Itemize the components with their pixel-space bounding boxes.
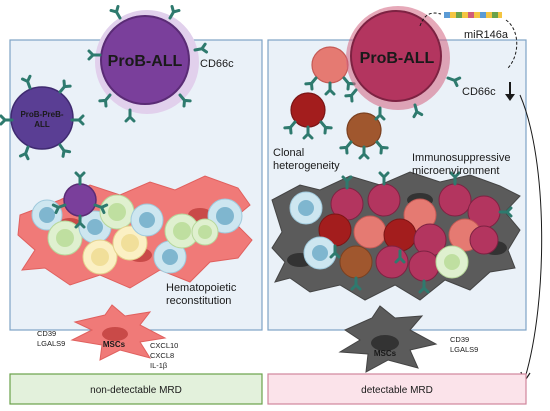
left-status-box	[9, 373, 263, 405]
right-status-box	[267, 373, 527, 405]
left-prob-all-label: ProB-ALL	[108, 53, 183, 70]
down-arrow-icon	[505, 82, 515, 101]
mrd-curved-arrow	[519, 94, 543, 379]
right-msc-marker-0: CD39	[450, 335, 469, 344]
right-clone-cells	[289, 171, 513, 294]
mirna-strand	[444, 12, 502, 18]
hematopoietic-reconstitution-line1: Hematopoietic	[166, 282, 237, 294]
right-prob-all-cell: ProB-ALL	[344, 6, 462, 121]
left-prob-all-cell: ProB-ALL	[87, 4, 209, 123]
mirna-arrow-in	[419, 12, 442, 27]
right-status-label: detectable MRD	[361, 385, 433, 396]
left-msc-marker-0: CD39	[37, 329, 56, 338]
clonal-heterogeneity-cells	[283, 46, 389, 160]
left-msc-cell: MSCs	[70, 304, 167, 361]
left-normal-cells	[31, 194, 243, 275]
prob-preb-label-line1: ProB-PreB-	[20, 110, 63, 119]
immunosuppressive-line2: microenvironment	[412, 165, 499, 177]
prob-preb-all-cell: ProB-PreB- ALL	[0, 74, 85, 161]
left-niche-blast	[51, 171, 109, 229]
clonal-heterogeneity-line2: heterogeneity	[273, 160, 340, 172]
msc-cytokine-2: IL-1β	[150, 361, 168, 370]
right-msc-marker-1: LGALS9	[450, 345, 478, 354]
right-msc-label: MSCs	[374, 349, 397, 358]
mirna-label: miR146a	[464, 29, 509, 41]
left-msc-label: MSCs	[103, 340, 126, 349]
mirna-arrow-out	[505, 19, 518, 69]
left-msc-marker-1: LGALS9	[37, 339, 65, 348]
left-status-label: non-detectable MRD	[90, 385, 182, 396]
hematopoietic-reconstitution-line2: reconstitution	[166, 295, 231, 307]
right-cd66c-label: CD66c	[462, 86, 496, 98]
right-prob-all-label: ProB-ALL	[360, 50, 435, 67]
immunosuppressive-line1: Immunosuppressive	[412, 152, 510, 164]
msc-cytokine-1: CXCL8	[150, 351, 174, 360]
prob-preb-label-line2: ALL	[34, 120, 50, 129]
clonal-heterogeneity-line1: Clonal	[273, 147, 304, 159]
right-msc-cell: MSCs	[338, 305, 438, 373]
left-cd66c-label: CD66c	[200, 58, 234, 70]
msc-cytokine-0: CXCL10	[150, 341, 178, 350]
